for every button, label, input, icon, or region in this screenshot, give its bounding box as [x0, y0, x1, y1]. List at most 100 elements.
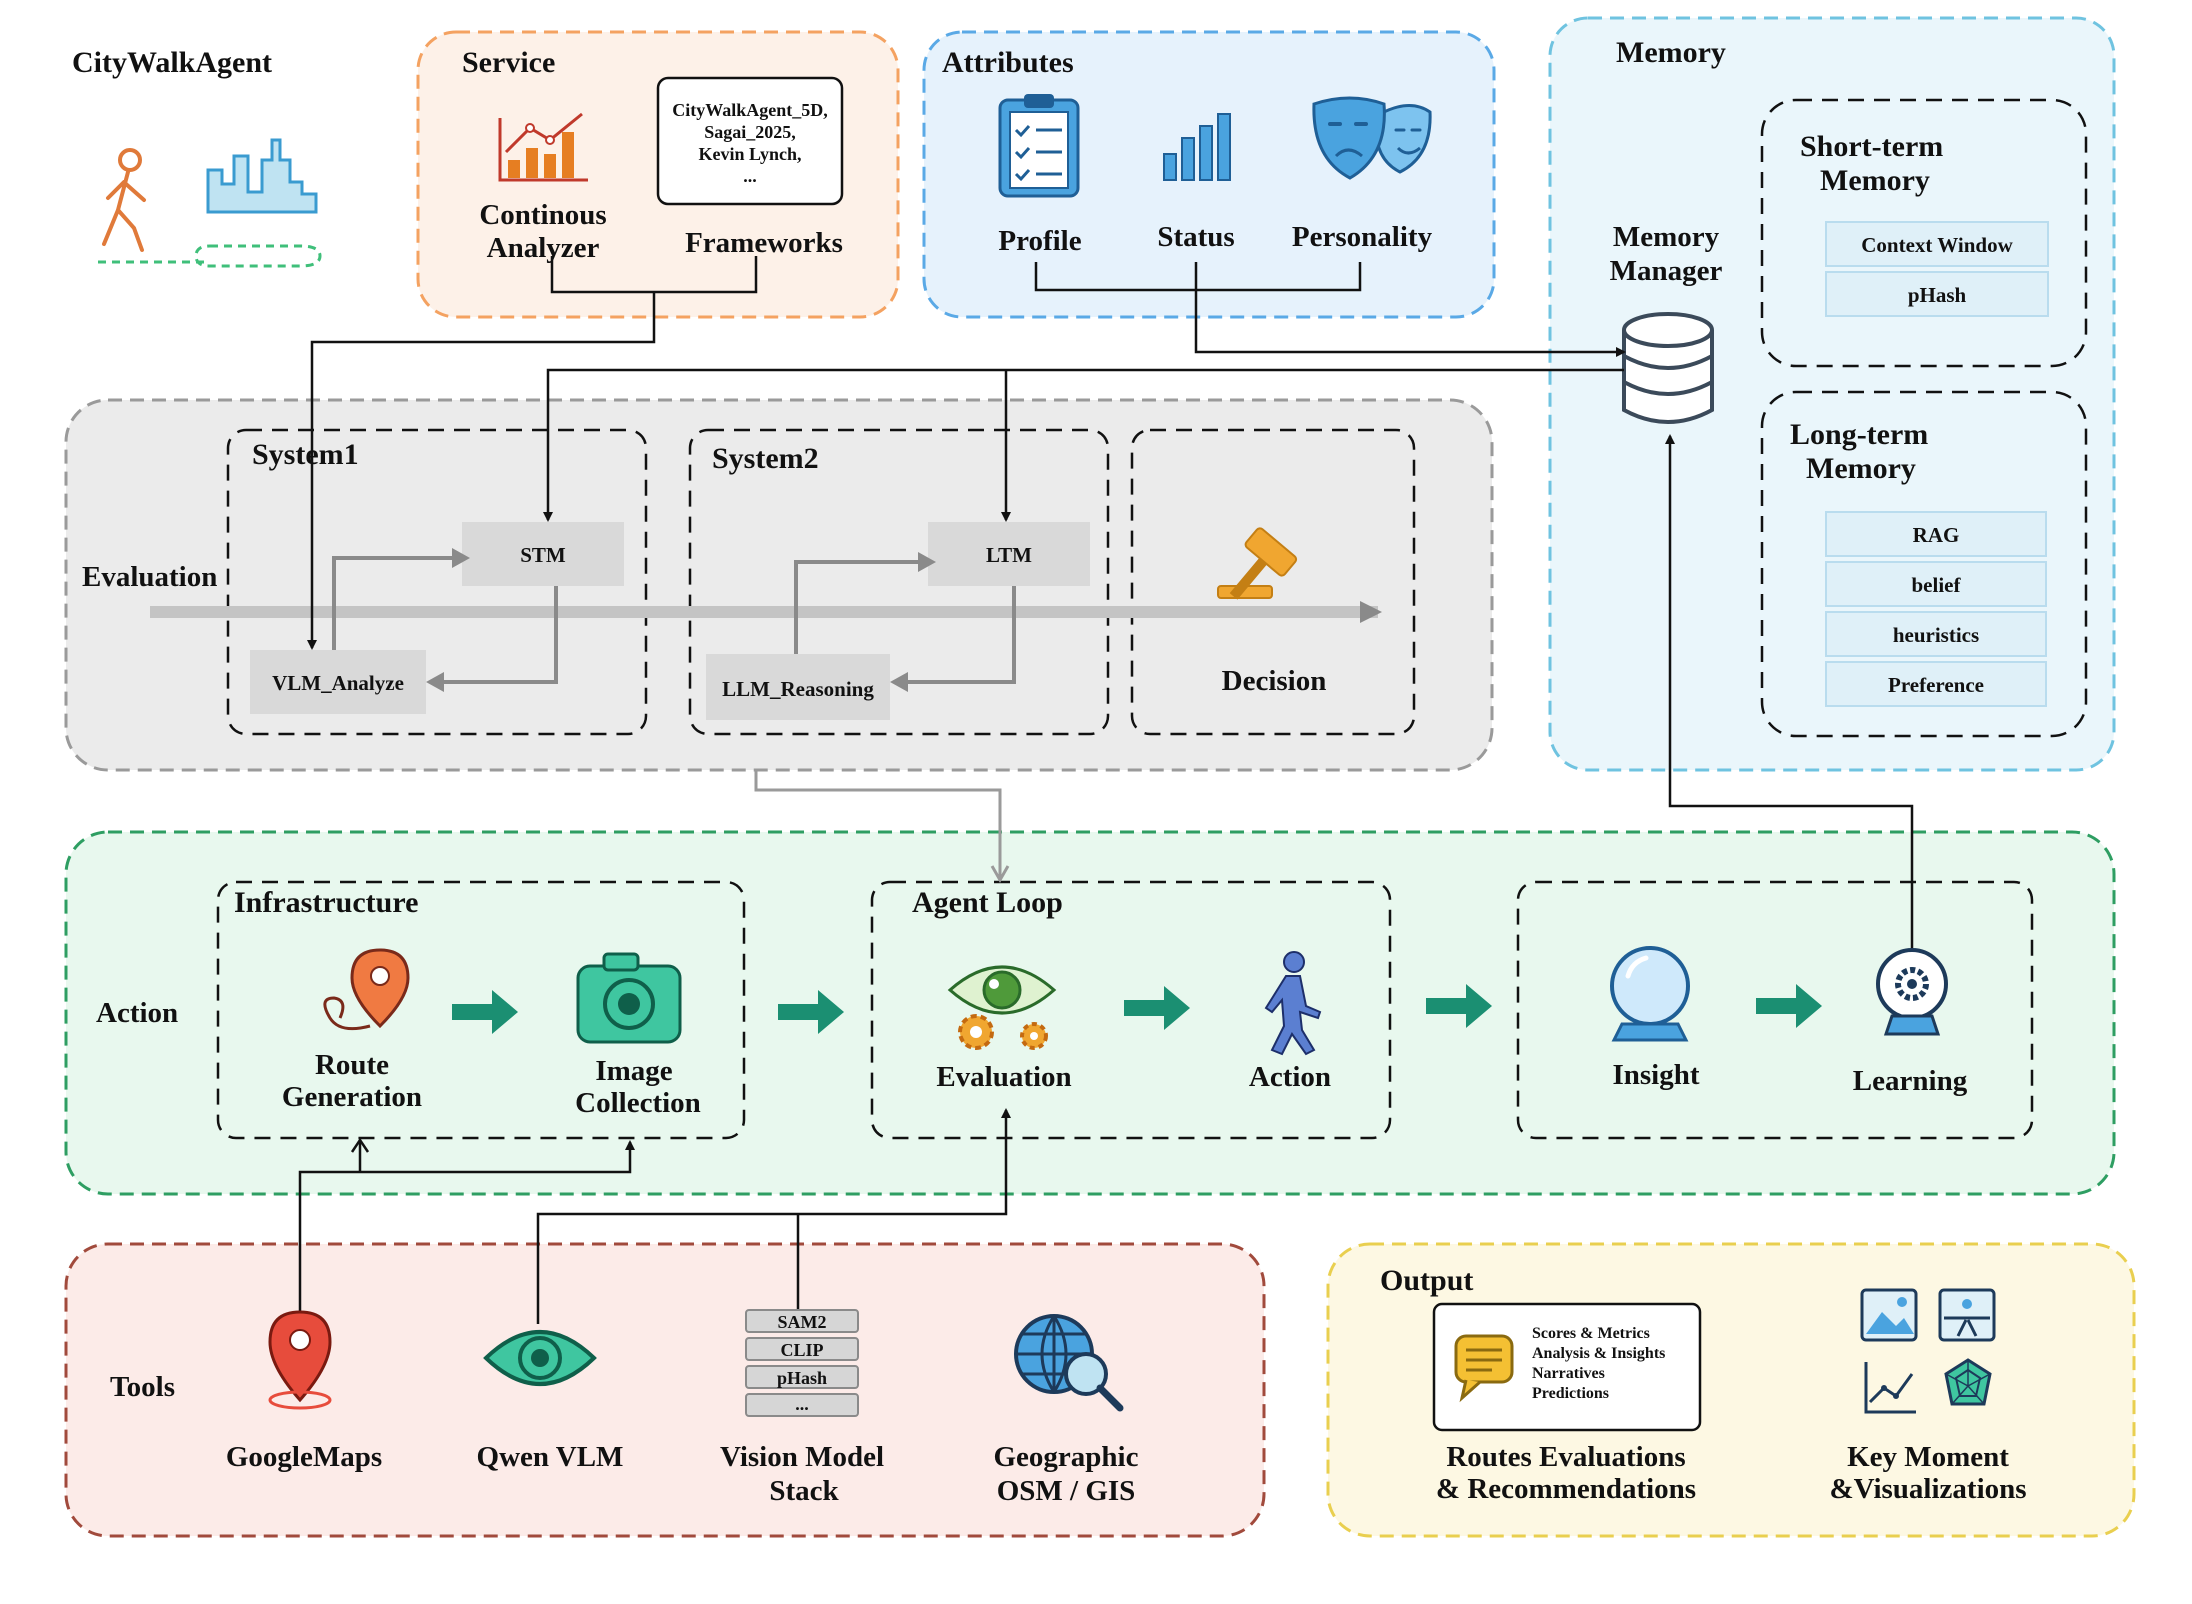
stm-label: STM: [520, 543, 566, 567]
learning-label: Learning: [1853, 1065, 1968, 1097]
output-card-line1: Scores & Metrics: [1532, 1325, 1650, 1342]
routes-evaluations-line1: Routes Evaluations: [1446, 1441, 1685, 1473]
frameworks-note-line3: Kevin Lynch,: [698, 144, 801, 164]
attributes-title: Attributes: [942, 46, 1074, 79]
city-skyline-icon: [206, 138, 318, 214]
ltm-label: LTM: [986, 543, 1032, 567]
ltm-to-llm-arrow: [904, 586, 1016, 684]
frameworks-label: Frameworks: [685, 227, 843, 259]
key-moment-line2: &Visualizations: [1829, 1473, 2026, 1505]
clipboard-icon: [998, 94, 1080, 198]
vlm-analyze-label: VLM_Analyze: [272, 671, 404, 695]
phash-item-box: [1825, 271, 2049, 317]
llm-reasoning-label: LLM_Reasoning: [722, 677, 874, 701]
insight-to-learning-arrow: [1756, 984, 1822, 1028]
googlemaps-label: GoogleMaps: [226, 1441, 382, 1473]
memory-to-stm-connector: [543, 368, 1624, 522]
short-term-title-line1: Short-term: [1800, 130, 1943, 163]
rag-item: RAG: [1913, 523, 1960, 547]
logo-dashed-path: [98, 244, 322, 268]
long-term-memory-box: [1760, 390, 2088, 738]
database-icon: [1622, 312, 1714, 424]
attribute-personality: Personality: [1292, 221, 1433, 253]
insight-label: Insight: [1612, 1059, 1699, 1091]
tools-to-infra-connector: [298, 1142, 630, 1358]
geographic-label-line1: Geographic: [994, 1441, 1139, 1473]
service-title: Service: [462, 46, 555, 79]
memory-manager-label-line1: Memory: [1613, 221, 1720, 253]
attribute-profile: Profile: [998, 225, 1081, 257]
walking-figure-icon: [1264, 951, 1322, 1056]
attributes-connector: [1034, 262, 1624, 352]
image-collection-line2: Collection: [575, 1087, 701, 1119]
analyzer-chart-icon: [498, 112, 588, 182]
analyzer-label-line1: Continous: [479, 199, 606, 231]
vision-stack-ellipsis: ...: [795, 1394, 809, 1414]
action-row-label: Action: [96, 997, 178, 1029]
crystal-ball-icon: [1610, 946, 1690, 1042]
output-card-line4: Predictions: [1532, 1385, 1609, 1402]
llm-to-ltm-arrow: [794, 560, 918, 654]
vlm-to-stm-arrow: [332, 556, 452, 650]
camera-icon: [576, 952, 682, 1044]
short-term-memory-box: [1760, 98, 2088, 368]
decision-label: Decision: [1222, 665, 1327, 697]
route-generation-line1: Route: [315, 1049, 389, 1081]
vision-stack-icon: [745, 1309, 859, 1417]
frameworks-note-line4: ...: [743, 166, 757, 186]
line-chart-icon: [1864, 1362, 1916, 1414]
radar-chart-icon: [1944, 1358, 1992, 1406]
context-window-item-box: [1825, 221, 2049, 267]
long-term-title-line2: Memory: [1806, 452, 1916, 485]
infrastructure-title: Infrastructure: [234, 886, 418, 919]
loop-to-insight-arrow: [1426, 984, 1492, 1028]
ltm-box: [928, 522, 1090, 586]
attribute-status: Status: [1157, 221, 1234, 253]
vision-model-label-line2: Stack: [769, 1475, 839, 1507]
rag-item-box: [1825, 511, 2047, 557]
vision-stack-sam2: SAM2: [778, 1312, 827, 1332]
context-window-item: Context Window: [1861, 233, 2013, 257]
preference-item: Preference: [1888, 673, 1984, 697]
qwen-eye-icon: [483, 1330, 597, 1386]
routes-evaluations-line2: & Recommendations: [1436, 1473, 1696, 1505]
belief-item: belief: [1912, 573, 1962, 597]
tools-panel: [64, 1242, 1266, 1538]
tools-row-label: Tools: [110, 1371, 175, 1403]
geographic-label-line2: OSM / GIS: [997, 1475, 1136, 1507]
heuristics-item: heuristics: [1893, 623, 1979, 647]
loop-action-label: Action: [1249, 1061, 1331, 1093]
infrastructure-box: [216, 880, 746, 1140]
image-collection-line1: Image: [595, 1055, 672, 1087]
evaluation-row-label: Evaluation: [82, 561, 217, 593]
vision-stack-clip: CLIP: [780, 1340, 823, 1360]
gavel-icon: [1217, 527, 1298, 600]
agent-loop-box: [870, 880, 1392, 1140]
preference-item-box: [1825, 661, 2047, 707]
eye-gear-icon: [947, 965, 1057, 1050]
stm-box: [462, 522, 624, 586]
learning-to-memory-connector: [1665, 434, 1914, 958]
route-pin-icon: [323, 948, 410, 1031]
belief-item-box: [1825, 561, 2047, 607]
system2-box: [688, 428, 1110, 736]
system2-title: System2: [712, 442, 819, 475]
output-card-line3: Narratives: [1532, 1365, 1605, 1382]
agent-loop-title: Agent Loop: [912, 886, 1063, 919]
llm-reasoning-box: [706, 654, 890, 720]
eval-to-action-arrow: [1124, 986, 1190, 1030]
theater-masks-icon: [1312, 96, 1432, 180]
chat-bubble-icon: [1454, 1334, 1514, 1403]
memory-title: Memory: [1616, 36, 1726, 69]
evaluation-to-agent-loop-connector: [754, 770, 1002, 878]
service-connector: [312, 256, 758, 648]
status-bars-icon: [1163, 113, 1231, 181]
walking-person-icon: [102, 148, 146, 252]
output-card-line2: Analysis & Insights: [1532, 1345, 1665, 1362]
system1-title: System1: [252, 438, 359, 471]
memory-manager-label-line2: Manager: [1610, 255, 1723, 287]
action-panel: [64, 830, 2116, 1196]
page-title: CityWalkAgent: [72, 46, 272, 79]
phash-item: pHash: [1908, 283, 1967, 307]
